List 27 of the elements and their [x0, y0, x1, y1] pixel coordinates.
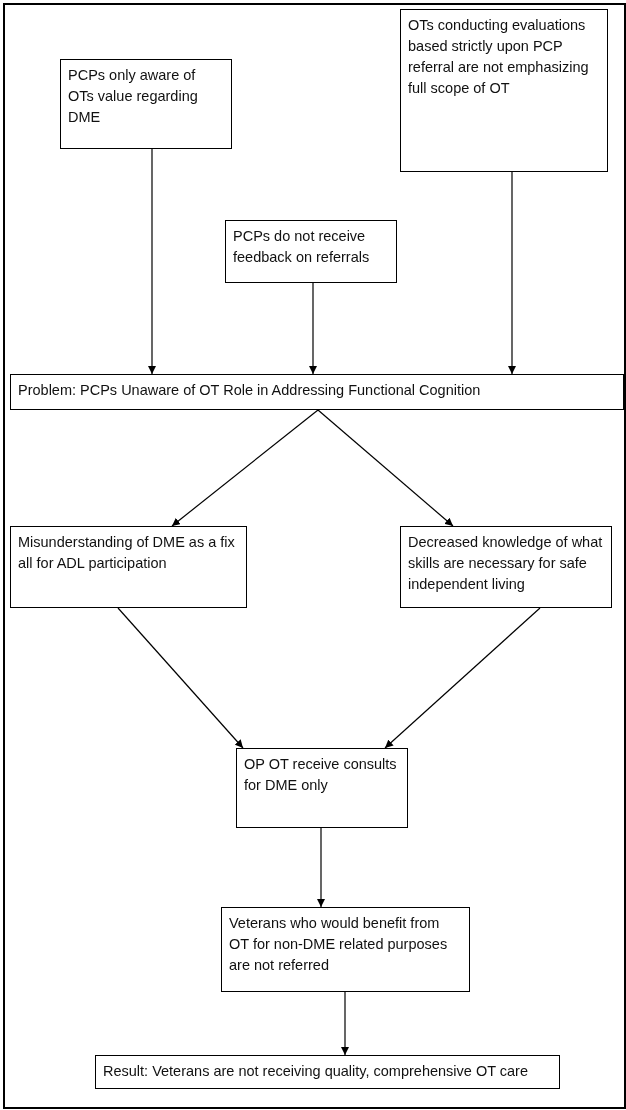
arrow — [341, 991, 349, 1056]
arrow — [317, 827, 325, 908]
arrow — [309, 282, 317, 375]
arrow — [117, 607, 244, 749]
process-box — [95, 1055, 560, 1089]
box-text: Decreased knowledge of what skills are necessary for safe independent living — [408, 534, 603, 592]
process-box — [400, 9, 608, 172]
box-text: OP OT receive consults for DME only — [244, 756, 397, 793]
box-text: Problem: PCPs Unaware of OT Role in Addressing Functional Cognition — [18, 382, 481, 398]
arrow — [148, 148, 156, 375]
box-text: Veterans who would benefit from OT for non-DME related purposes are not referred — [229, 915, 448, 973]
process-box — [10, 374, 624, 410]
box-text: OTs conducting evaluations based strictly upon PCP referral are not emphasizing full scope of OT — [408, 17, 589, 96]
process-box — [60, 59, 232, 149]
process-box — [10, 526, 247, 608]
process-box — [400, 526, 612, 608]
arrow — [317, 409, 454, 527]
arrow — [171, 409, 319, 527]
box-text: Misunderstanding of DME as a fix all for ADL participation — [18, 534, 235, 571]
box-text: Result: Veterans are not receiving quality, comprehensive OT care — [103, 1063, 528, 1079]
arrow — [508, 171, 516, 375]
process-box — [221, 907, 470, 992]
process-box — [236, 748, 408, 828]
box-text: PCPs only aware of OTs value regarding DME — [68, 67, 198, 125]
box-text: PCPs do not receive feedback on referrals — [233, 228, 370, 265]
process-box — [225, 220, 397, 283]
arrow — [384, 607, 541, 749]
